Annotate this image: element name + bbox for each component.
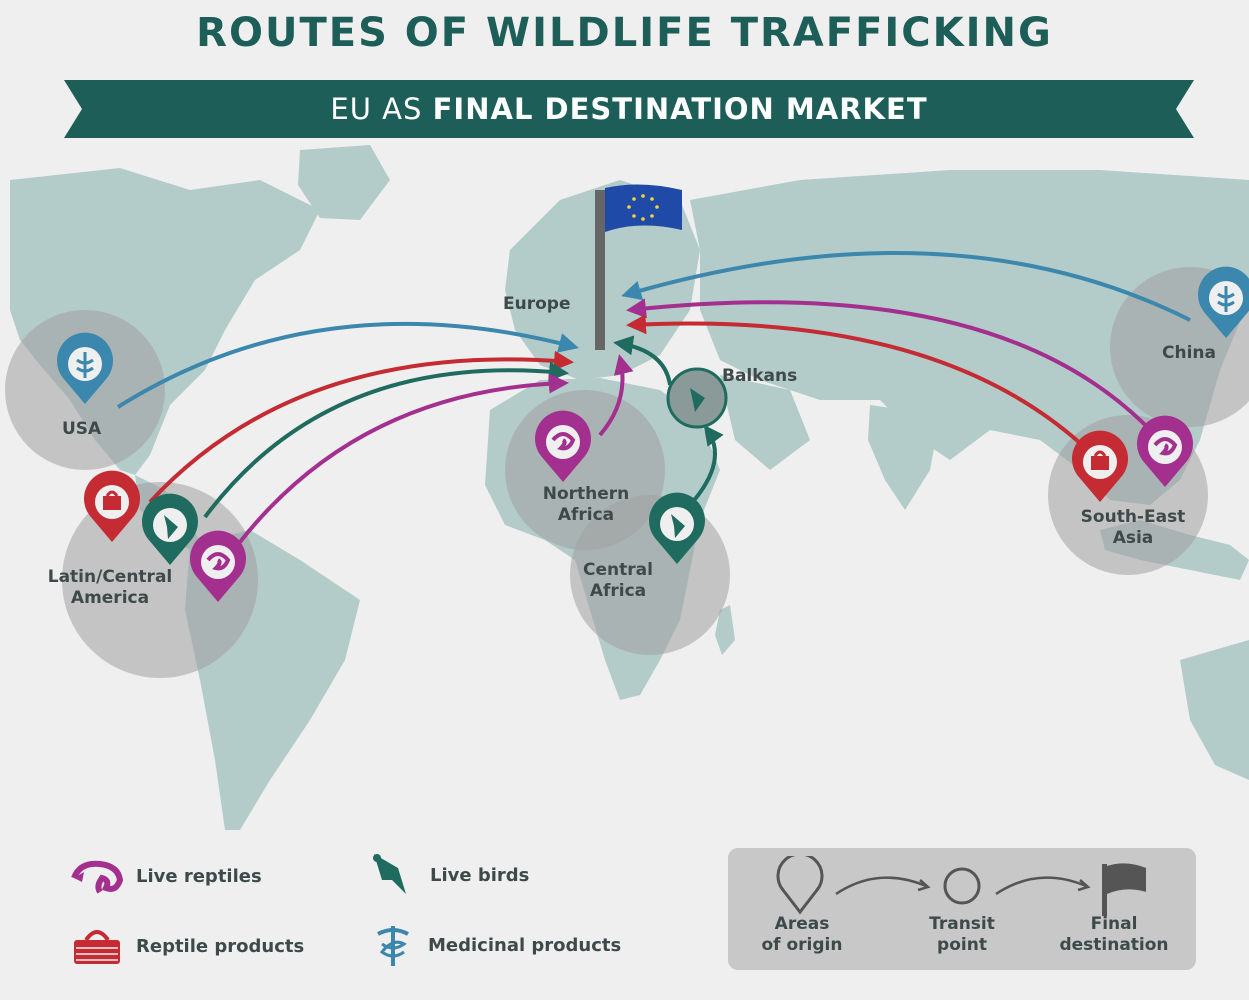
latin-reptiles-pin <box>190 530 246 602</box>
routes <box>116 251 1191 544</box>
legend-reptile-products-label: Reptile products <box>136 935 305 957</box>
legend-final-destination-line1: Final <box>1090 914 1138 934</box>
label-central-africa: Central Africa <box>568 560 668 602</box>
label-central-africa-line2: Africa <box>589 581 647 601</box>
label-usa: USA <box>62 419 102 439</box>
label-latin-america-line2: America <box>70 588 150 608</box>
arrow-icon <box>835 876 927 896</box>
legend-areas-of-origin-line1: Areas <box>774 914 830 934</box>
symbol-legend-graphics <box>776 856 1146 916</box>
flag-stars <box>627 194 659 221</box>
label-europe: Europe <box>503 294 571 314</box>
legend-areas-of-origin: Areas of origin <box>742 914 862 956</box>
pin-outline-icon <box>776 856 824 915</box>
arabia <box>720 375 810 470</box>
legend-transit-point: Transit point <box>902 914 1022 956</box>
legend-live-reptiles-label: Live reptiles <box>136 865 262 887</box>
symbol-legend-box: Areas of origin Transit point Final dest… <box>728 848 1196 970</box>
label-south-east-asia-line1: South-East <box>1080 507 1186 527</box>
arrow-icon <box>995 876 1087 896</box>
flag-pole <box>595 190 605 350</box>
banner-text-bold: FINAL DESTINATION MARKET <box>432 92 928 126</box>
legend-reptile-products: Reptile products <box>70 926 304 966</box>
label-balkans: Balkans <box>722 366 798 386</box>
legend-medicinal-products-label: Medicinal products <box>428 934 622 956</box>
australia <box>1180 640 1249 780</box>
legend-final-destination-line2: destination <box>1059 935 1169 955</box>
route-balkans-birds <box>613 335 672 386</box>
route-se-asia-reptile-products <box>626 314 1082 445</box>
chameleon-icon <box>71 860 124 894</box>
label-south-east-asia: South-East Asia <box>1068 507 1198 549</box>
northern-africa-reptiles-pin <box>535 410 591 482</box>
uk <box>518 235 548 290</box>
label-central-africa-line1: Central <box>583 560 653 580</box>
legend-medicinal-products: Medicinal products <box>370 922 621 968</box>
se-asia-reptile-products-pin <box>1072 430 1128 502</box>
route-central-africa-birds <box>688 424 724 507</box>
latin-birds-pin <box>142 493 198 565</box>
label-south-east-asia-line2: Asia <box>1112 528 1154 548</box>
central-africa-birds-pin <box>649 492 705 564</box>
transit-circle-icon <box>943 867 981 905</box>
legend-transit-point-line1: Transit <box>929 914 995 934</box>
handbag-icon <box>74 930 120 964</box>
flag-icon <box>1102 863 1146 916</box>
world-map <box>5 145 1249 830</box>
page-title: ROUTES OF WILDLIFE TRAFFICKING <box>196 10 1053 56</box>
label-china: China <box>1162 343 1216 363</box>
legend-live-birds: Live birds <box>368 850 529 900</box>
flag-cloth <box>605 184 682 232</box>
route-latin-reptile-products <box>148 350 574 504</box>
legend-transit-point-line2: point <box>937 935 987 955</box>
label-northern-africa-line2: Africa <box>557 505 615 525</box>
latin-reptile-products-pin <box>84 470 140 542</box>
medicinal-icon <box>377 926 409 966</box>
subtitle-banner: EU AS FINAL DESTINATION MARKET <box>64 80 1194 138</box>
route-se-asia-reptiles <box>626 298 1157 437</box>
usa-medicinal-pin <box>57 332 113 404</box>
balkans-transit-point <box>666 367 728 429</box>
legend-final-destination: Final destination <box>1044 914 1184 956</box>
pins <box>57 266 1249 602</box>
bird-icon <box>373 854 406 894</box>
se-asia-reptiles-pin <box>1137 415 1193 487</box>
route-northern-africa-reptiles <box>598 354 634 437</box>
india <box>868 405 940 510</box>
madagascar <box>715 605 735 655</box>
label-northern-africa: Northern Africa <box>536 484 636 526</box>
banner-text-prefix: EU AS <box>330 92 423 126</box>
label-northern-africa-line1: Northern <box>542 484 630 504</box>
label-latin-america: Latin/Central America <box>30 567 190 609</box>
banner-shape <box>64 80 1194 138</box>
greenland <box>298 145 390 220</box>
legend-areas-of-origin-line2: of origin <box>761 935 843 955</box>
route-usa-medicinal <box>116 321 579 409</box>
route-china-medicinal <box>621 251 1191 322</box>
route-latin-reptiles <box>238 373 569 544</box>
eu-flag <box>595 184 682 350</box>
legend-live-birds-label: Live birds <box>430 864 530 886</box>
china-medicinal-pin <box>1198 266 1249 338</box>
label-latin-america-line1: Latin/Central <box>47 567 173 587</box>
route-latin-birds <box>203 361 569 519</box>
legend-live-reptiles: Live reptiles <box>70 856 262 896</box>
banner-text: EU AS FINAL DESTINATION MARKET <box>64 80 1194 138</box>
